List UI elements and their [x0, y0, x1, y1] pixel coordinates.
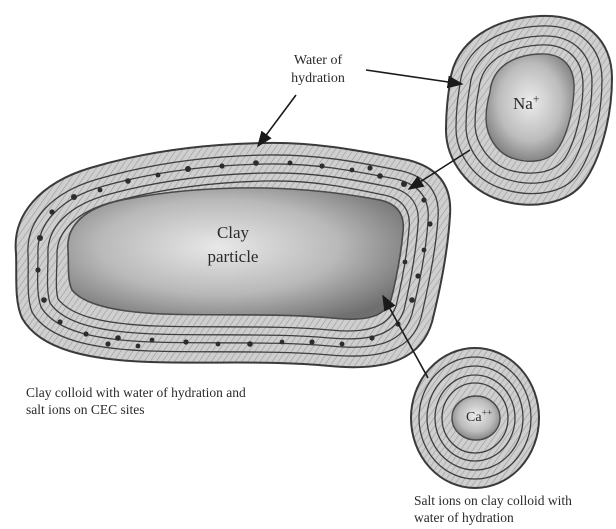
calcium-symbol: Ca [466, 410, 482, 425]
caption-left-line-1: Clay colloid with water of hydration and [26, 384, 246, 401]
sodium-ion-label: Na+ [513, 92, 539, 116]
calcium-charge: ++ [482, 408, 493, 418]
caption-left-line-2: salt ions on CEC sites [26, 401, 246, 418]
clay-particle-label: Clay particle [188, 221, 278, 269]
arrow-to-clay-water [258, 95, 296, 146]
clay-label-line-1: Clay [188, 221, 278, 245]
calcium-ion-label: Ca++ [466, 409, 492, 427]
water-label-line-1: Water of [268, 52, 368, 70]
arrow-to-sodium-water [366, 70, 462, 84]
salt-ions-caption: Salt ions on clay colloid with water of … [414, 492, 572, 526]
sodium-charge: + [533, 92, 540, 105]
caption-right-line-1: Salt ions on clay colloid with [414, 492, 572, 509]
water-of-hydration-label: Water of hydration [268, 52, 368, 88]
water-label-line-2: hydration [268, 70, 368, 88]
sodium-symbol: Na [513, 94, 533, 113]
caption-right-line-2: water of hydration [414, 509, 572, 526]
clay-label-line-2: particle [188, 245, 278, 269]
clay-colloid-caption: Clay colloid with water of hydration and… [26, 384, 246, 418]
